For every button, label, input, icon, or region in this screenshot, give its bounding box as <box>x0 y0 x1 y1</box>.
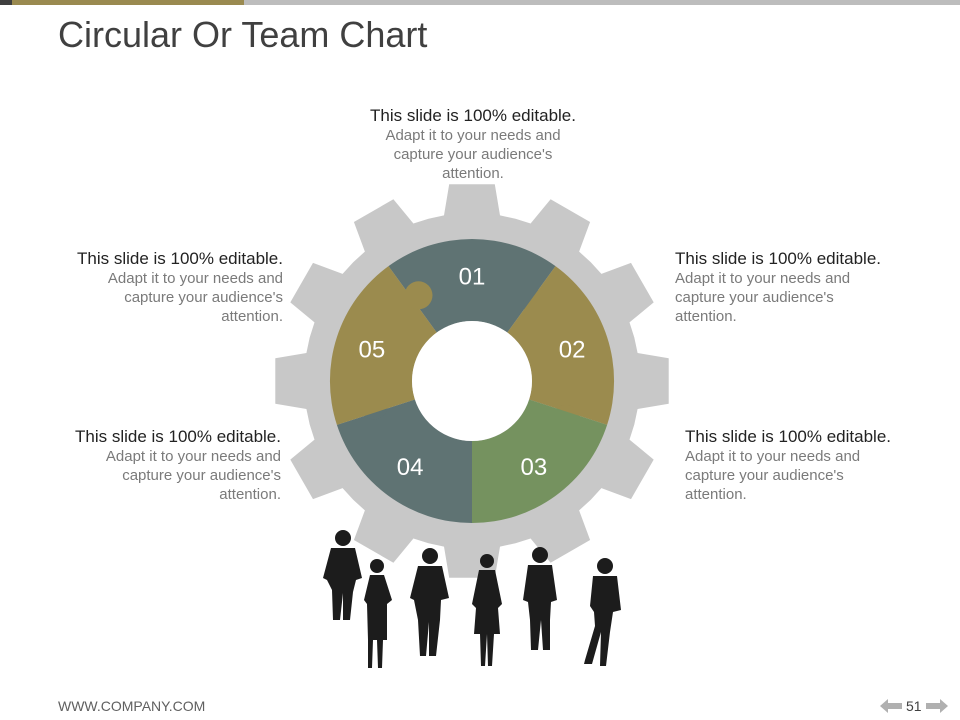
callout-top: This slide is 100% editable. Adapt it to… <box>353 105 593 183</box>
top-bar-accent <box>12 0 244 5</box>
gear-hub <box>412 321 532 441</box>
callout-left-upper: This slide is 100% editable. Adapt it to… <box>43 248 283 326</box>
top-bar-grey <box>244 0 960 5</box>
segment-label: 01 <box>459 264 486 291</box>
callout-heading: This slide is 100% editable. <box>74 427 281 446</box>
callout-heading: This slide is 100% editable. <box>675 249 882 268</box>
segment-02 <box>507 266 615 425</box>
segment-labels: 01 02 03 04 05 <box>359 264 586 482</box>
person-silhouette <box>472 554 502 666</box>
segment-04 <box>336 399 472 523</box>
person-silhouette <box>523 547 557 650</box>
segment-label: 03 <box>521 454 548 481</box>
segment-label: 05 <box>359 337 386 364</box>
footer-url: WWW.COMPANY.COM <box>58 698 206 714</box>
puzzle-tab <box>404 281 433 310</box>
pager: 51 <box>880 696 948 716</box>
person-silhouette <box>364 559 392 668</box>
team-icon <box>323 530 621 668</box>
segment-label: 04 <box>397 454 424 481</box>
arrow-right-icon[interactable] <box>925 699 948 713</box>
person-silhouette <box>584 558 621 666</box>
callout-heading: This slide is 100% editable. <box>76 249 283 268</box>
callout-body: Adapt it to your needs and capture your … <box>107 270 283 325</box>
callout-right-lower: This slide is 100% editable. Adapt it to… <box>685 426 925 504</box>
segment-label: 02 <box>559 337 586 364</box>
callout-body: Adapt it to your needs and capture your … <box>675 270 851 325</box>
callout-right-upper: This slide is 100% editable. Adapt it to… <box>675 248 915 326</box>
callout-heading: This slide is 100% editable. <box>369 106 576 125</box>
callout-heading: This slide is 100% editable. <box>685 427 892 446</box>
segment-03 <box>472 399 608 524</box>
callout-body: Adapt it to your needs and capture your … <box>105 448 281 503</box>
top-bar-dark <box>0 0 12 5</box>
segment-ring <box>329 238 615 524</box>
person-silhouette <box>323 530 362 620</box>
callout-body: Adapt it to your needs and capture your … <box>385 127 561 182</box>
page-number: 51 <box>906 698 922 714</box>
callout-body: Adapt it to your needs and capture your … <box>685 448 861 503</box>
arrow-left-icon[interactable] <box>880 699 902 713</box>
page-title: Circular Or Team Chart <box>58 14 428 55</box>
segment-01 <box>388 238 556 333</box>
person-silhouette <box>410 548 449 656</box>
callout-left-lower: This slide is 100% editable. Adapt it to… <box>41 426 281 504</box>
